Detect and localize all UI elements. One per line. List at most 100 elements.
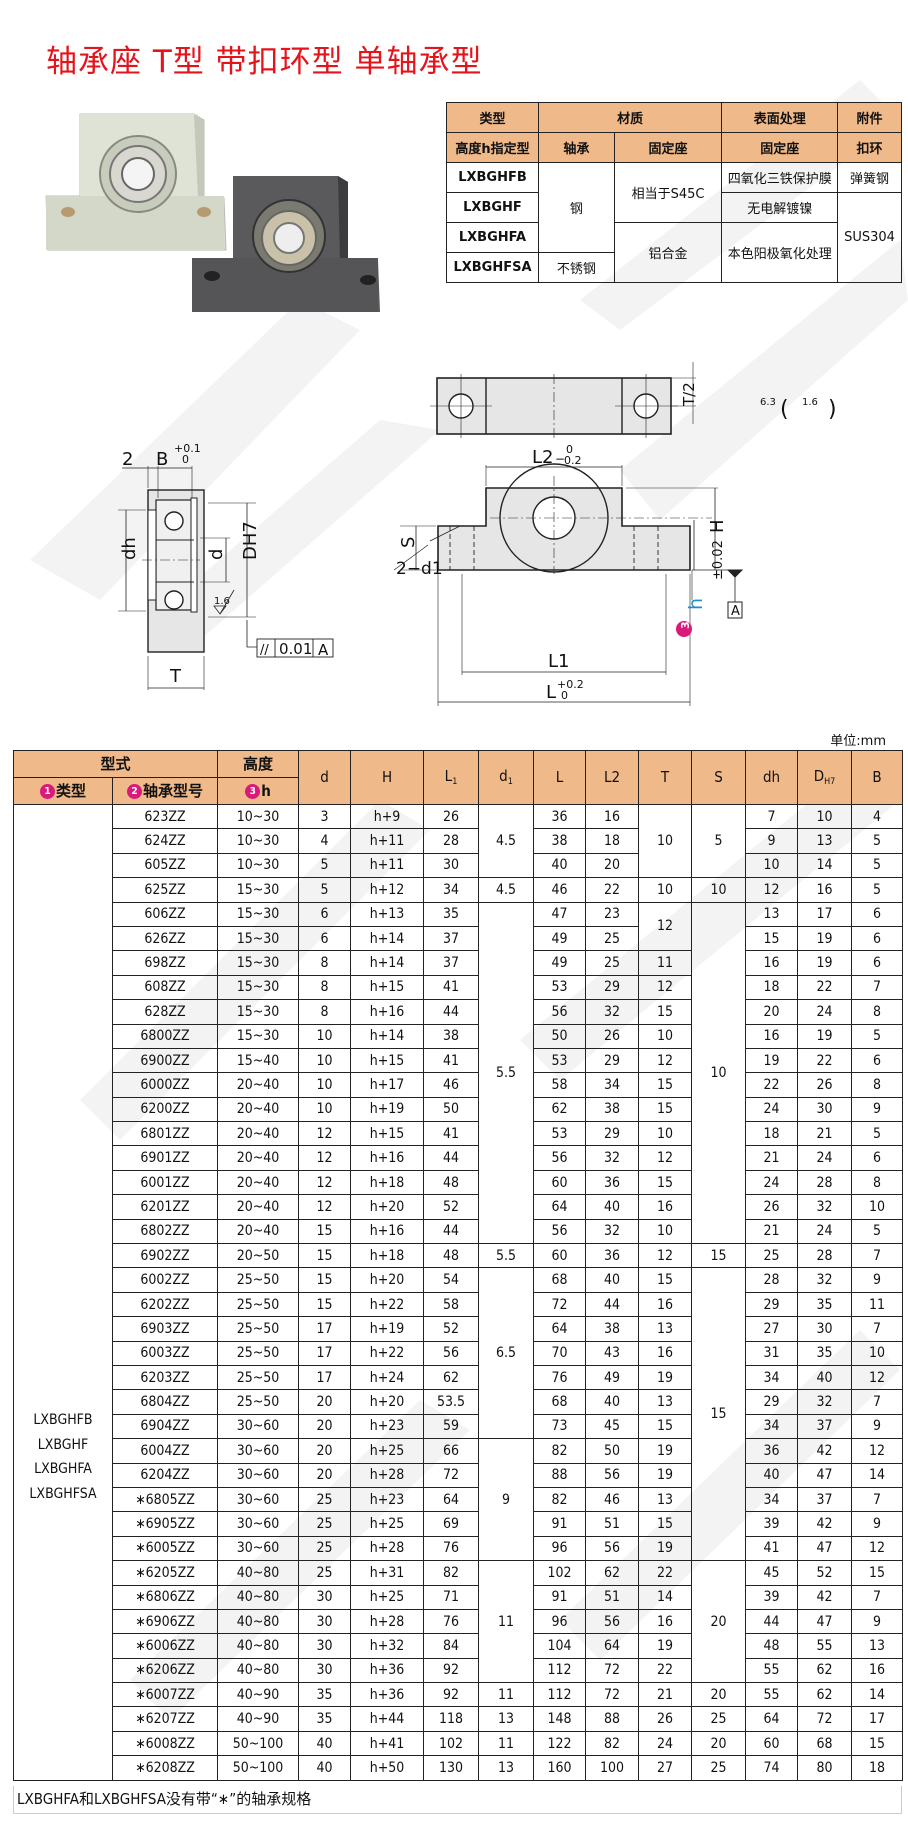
T-value: 16	[638, 1608, 693, 1635]
L-value: 82	[533, 1486, 587, 1513]
d-value: 20	[298, 1413, 352, 1440]
d1-value: 11	[478, 1560, 535, 1684]
T-value: 10	[638, 877, 693, 903]
dh-value: 29	[745, 1389, 799, 1415]
L1-value: 50	[423, 1096, 480, 1123]
height-range: 25~50	[217, 1340, 300, 1366]
d-value: 40	[298, 1755, 352, 1781]
DH7-value: 40	[797, 1364, 853, 1391]
dh-value: 22	[745, 1072, 799, 1098]
dh-value: 34	[745, 1364, 799, 1391]
bearing-no: ∗6805ZZ	[111, 1486, 219, 1513]
H-value: h+11	[350, 852, 425, 879]
d-value: 3	[298, 803, 352, 830]
B-value: 18	[851, 1755, 904, 1781]
header-B: B	[851, 750, 904, 805]
mat-header-surface: 表面处理	[721, 102, 838, 133]
d-value: 8	[298, 950, 352, 976]
DH7-value: 32	[797, 1389, 853, 1415]
H-value: h+41	[350, 1730, 425, 1757]
height-range: 50~100	[217, 1755, 300, 1781]
d-value: 30	[298, 1633, 352, 1659]
bearing-no: ∗6008ZZ	[111, 1730, 219, 1757]
L1-value: 28	[423, 828, 480, 854]
bearing-no: 623ZZ	[111, 803, 219, 830]
d-value: 30	[298, 1608, 352, 1635]
d-value: 35	[298, 1706, 352, 1732]
T-value: 15	[638, 1511, 693, 1537]
S-value: 25	[691, 1755, 747, 1781]
B-value: 5	[851, 1023, 904, 1049]
dim-dh: dh	[119, 537, 140, 560]
H-value: h+13	[350, 901, 425, 927]
H-value: h+36	[350, 1657, 425, 1684]
DH7-value: 68	[797, 1730, 853, 1757]
T-value: 10	[638, 1023, 693, 1049]
DH7-value: 37	[797, 1413, 853, 1440]
dim-2: 2	[122, 449, 133, 470]
T-value: 15	[638, 1267, 693, 1293]
T-value: 11	[638, 950, 693, 976]
svg-text:(: (	[780, 397, 789, 422]
L2-value: 25	[585, 925, 640, 952]
height-range: 30~60	[217, 1462, 300, 1488]
bearing-no: ∗6207ZZ	[111, 1706, 219, 1732]
L-value: 73	[533, 1413, 587, 1440]
T-value: 22	[638, 1560, 693, 1586]
svg-text:+0.1: +0.1	[174, 442, 201, 455]
mat-header-surface-seat: 固定座	[721, 132, 838, 163]
height-range: 40~80	[217, 1608, 300, 1635]
d-value: 35	[298, 1682, 352, 1708]
L2-value: 50	[585, 1438, 640, 1464]
bearing-no: 625ZZ	[111, 877, 219, 903]
T-value: 14	[638, 1584, 693, 1610]
T-value: 16	[638, 1340, 693, 1366]
S-value: 15	[691, 1267, 747, 1562]
bearing-no: 6800ZZ	[111, 1023, 219, 1049]
height-range: 20~40	[217, 1121, 300, 1147]
B-value: 8	[851, 1169, 904, 1196]
dim-2-d1: 2−d1	[396, 559, 443, 579]
H-value: h+9	[350, 803, 425, 830]
mat-type: LXBGHFB	[446, 162, 539, 193]
dh-value: 12	[745, 877, 799, 903]
DH7-value: 28	[797, 1243, 853, 1269]
d-value: 5	[298, 877, 352, 903]
height-range: 20~50	[217, 1243, 300, 1269]
T-value: 27	[638, 1755, 693, 1781]
L2-value: 38	[585, 1316, 640, 1342]
DH7-value: 52	[797, 1560, 853, 1586]
L-value: 56	[533, 1145, 587, 1171]
L-value: 60	[533, 1169, 587, 1196]
B-value: 15	[851, 1560, 904, 1586]
dh-value: 25	[745, 1243, 799, 1269]
d-value: 30	[298, 1657, 352, 1684]
d-value: 12	[298, 1121, 352, 1147]
bearing-no: 6002ZZ	[111, 1267, 219, 1293]
H-value: h+28	[350, 1608, 425, 1635]
T-value: 15	[638, 1413, 693, 1440]
B-value: 9	[851, 1096, 904, 1123]
L2-value: 45	[585, 1413, 640, 1440]
H-value: h+11	[350, 828, 425, 854]
DH7-value: 62	[797, 1682, 853, 1708]
L-value: 49	[533, 950, 587, 976]
bearing-no: 698ZZ	[111, 950, 219, 976]
header-T: T	[638, 750, 693, 805]
L-value: 53	[533, 1047, 587, 1074]
height-range: 20~40	[217, 1072, 300, 1098]
L-value: 76	[533, 1364, 587, 1391]
header-height: 高度	[217, 750, 300, 778]
L2-value: 32	[585, 1145, 640, 1171]
d-value: 5	[298, 852, 352, 879]
L1-value: 92	[423, 1657, 480, 1684]
L2-value: 29	[585, 974, 640, 1001]
datum-ref: A	[318, 641, 329, 659]
L-value: 122	[533, 1730, 587, 1757]
